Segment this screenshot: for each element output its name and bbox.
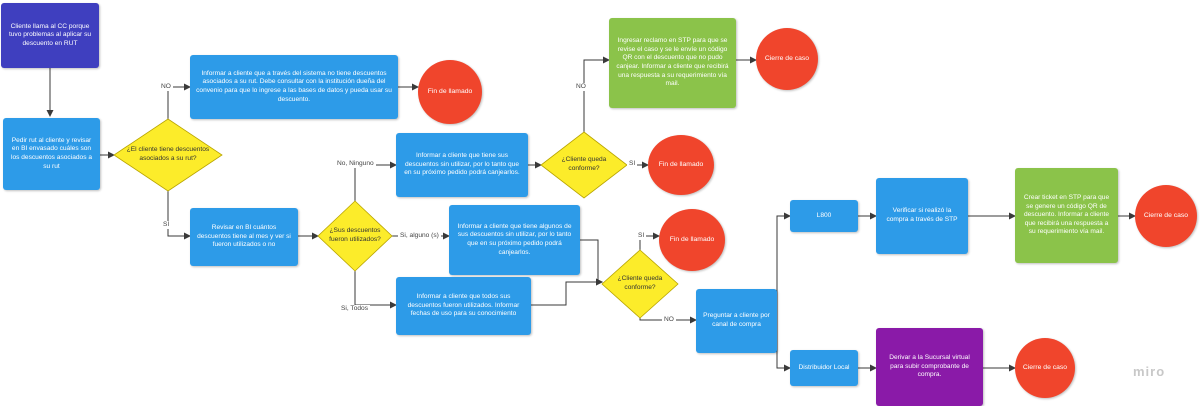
start-node-text: Cliente llama al CC porque tuvo problema…	[8, 22, 92, 47]
decision-descuentos-usados-label: ¿Sus descuentos fueron utilizados?	[329, 227, 381, 243]
decision-tiene-descuentos	[113, 118, 223, 192]
start-node[interactable]: Cliente llama al CC porque tuvo problema…	[1, 3, 99, 68]
edge-conforme2-no	[639, 316, 697, 324]
edge-label-no-1: NO	[159, 83, 173, 91]
edge-label-no-3: NO	[662, 316, 676, 324]
decision-tiene-descuentos-label: ¿El cliente tiene descuentos asociados a…	[126, 146, 210, 162]
edge-label-ninguno: No, Ninguno	[335, 160, 376, 168]
terminal-fin-llamado-1: Fin de llamado	[418, 60, 482, 124]
process-reclamo-stp[interactable]: Ingresar reclamo en STP para que se revi…	[609, 18, 736, 108]
process-informar-todos[interactable]: Informar a cliente que todos sus descuen…	[396, 277, 531, 335]
miro-logo: miro	[1133, 364, 1166, 379]
terminal-cierre-caso-2: Cierre de caso	[1135, 185, 1197, 247]
terminal-cierre-caso-3: Cierre de caso	[1015, 338, 1075, 398]
edge-label-todos: Si, Todos	[339, 305, 371, 313]
edge-tiene-si	[167, 191, 191, 240]
edge-preguntar-to-l800	[776, 212, 791, 320]
process-pedir-rut-text: Pedir rut al cliente y revisar en BI env…	[10, 136, 92, 170]
process-revisar-bi[interactable]: Revisar en BI cuántos descuentos tiene a…	[190, 208, 298, 266]
process-l800-text: L800	[816, 211, 832, 219]
process-crear-ticket[interactable]: Crear ticket en STP para que se genere u…	[1015, 168, 1118, 263]
process-preguntar-canal[interactable]: Preguntar a cliente por canal de compra	[696, 289, 777, 353]
process-derivar-sucursal-text: Derivar a la Sucursal virtual para subir…	[889, 354, 970, 379]
terminal-fin-llamado-2-text: Fin de llamado	[658, 160, 704, 168]
terminal-cierre-caso-1-text: Cierre de caso	[764, 54, 810, 62]
process-informar-algunos[interactable]: Informar a cliente que tiene algunos de …	[449, 205, 580, 275]
process-pedir-rut[interactable]: Pedir rut al cliente y revisar en BI env…	[3, 118, 100, 190]
process-informar-sin-descuentos[interactable]: Informar a cliente que a través del sist…	[190, 55, 398, 119]
process-derivar-sucursal[interactable]: Derivar a la Sucursal virtual para subir…	[876, 328, 983, 406]
edge-label-no-2: NO	[574, 83, 588, 91]
edge-label-alguno: Si, alguno (s)	[398, 232, 441, 240]
edge-usados-todos	[354, 271, 397, 309]
edge-todos-to-conforme2	[531, 278, 603, 306]
terminal-cierre-caso-2-text: Cierre de caso	[1143, 211, 1189, 219]
edge-conforme1-no	[583, 56, 610, 132]
edge-tiene-no	[167, 83, 191, 119]
process-informar-sin-utilizar-text: Informar a cliente que tiene sus descuen…	[404, 152, 520, 177]
terminal-fin-llamado-3-text: Fin de llamado	[669, 235, 715, 243]
edge-label-si-2: SI	[627, 160, 638, 168]
process-informar-sin-descuentos-text: Informar a cliente que a través del sist…	[196, 69, 392, 103]
decision-conforme-1	[540, 131, 628, 199]
edge-preguntar-to-distrib	[776, 320, 791, 372]
edge-label-si-3: SI	[636, 232, 647, 240]
process-informar-todos-text: Informar a cliente que todos sus descuen…	[407, 293, 520, 318]
process-verificar-stp-text: Verificar si realizó la compra a través …	[886, 207, 958, 223]
process-crear-ticket-text: Crear ticket en STP para que se genere u…	[1023, 194, 1110, 236]
process-preguntar-canal-text: Preguntar a cliente por canal de compra	[703, 312, 770, 328]
process-revisar-bi-text: Revisar en BI cuántos descuentos tiene a…	[197, 224, 291, 249]
decision-descuentos-usados	[317, 200, 393, 272]
process-informar-algunos-text: Informar a cliente que tiene algunos de …	[457, 222, 572, 256]
terminal-fin-llamado-2: Fin de llamado	[648, 135, 714, 195]
decision-conforme-1-label: ¿Cliente queda conforme?	[561, 156, 607, 172]
edge-algunos-to-conforme2	[580, 239, 603, 286]
process-l800[interactable]: L800	[790, 200, 858, 232]
process-distribuidor-local[interactable]: Distribuidor Local	[790, 350, 858, 386]
decision-conforme-2-label: ¿Cliente queda conforme?	[617, 275, 663, 291]
terminal-fin-llamado-3: Fin de llamado	[659, 209, 725, 271]
edge-label-si-1: SI	[161, 221, 172, 229]
terminal-fin-llamado-1-text: Fin de llamado	[427, 87, 473, 95]
process-distribuidor-local-text: Distribuidor Local	[798, 363, 850, 371]
terminal-cierre-caso-1: Cierre de caso	[756, 28, 818, 90]
process-verificar-stp[interactable]: Verificar si realizó la compra a través …	[876, 178, 968, 254]
terminal-cierre-caso-3-text: Cierre de caso	[1022, 363, 1068, 371]
process-informar-sin-utilizar[interactable]: Informar a cliente que tiene sus descuen…	[396, 133, 528, 197]
edge-usados-ninguno	[354, 161, 397, 201]
process-reclamo-stp-text: Ingresar reclamo en STP para que se revi…	[616, 37, 729, 88]
decision-conforme-2	[601, 249, 679, 319]
